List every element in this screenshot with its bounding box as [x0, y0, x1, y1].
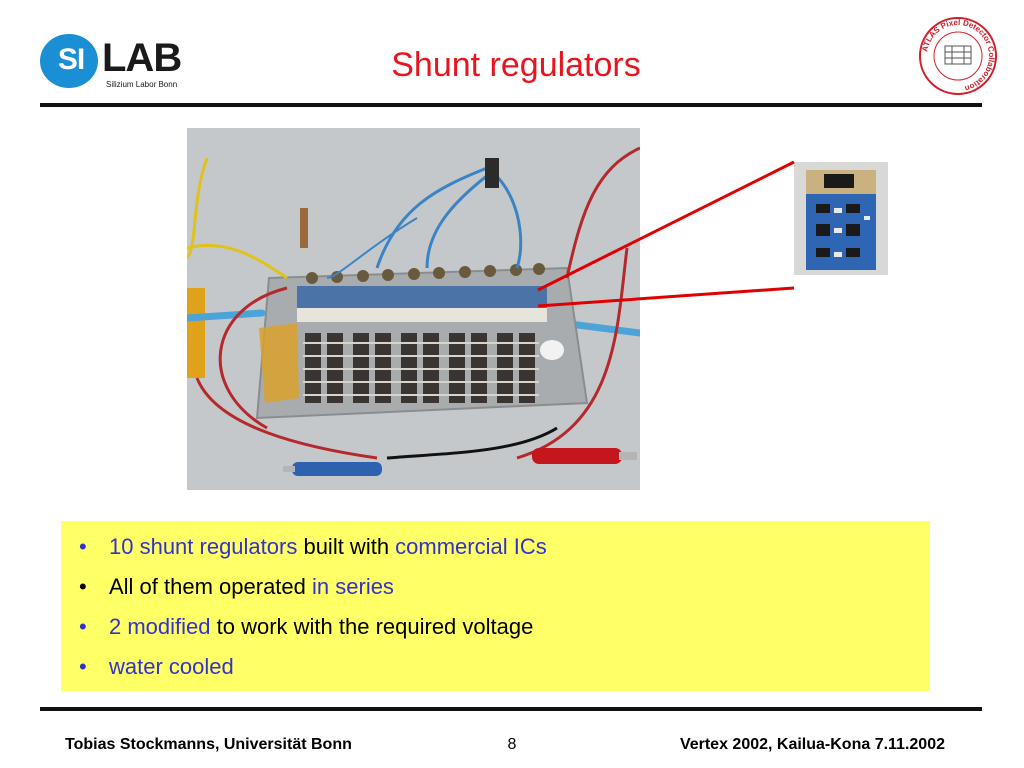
bullet-marker: •: [79, 654, 87, 679]
bullet-text-2: All of them operated in series: [109, 574, 394, 599]
slide-title: Shunt regulators: [391, 46, 641, 84]
logo-mark: SI: [57, 43, 85, 76]
bullet-marker: •: [79, 614, 87, 639]
bullet-marker: •: [79, 534, 87, 559]
regulator-module-photo: [794, 162, 888, 275]
footer-rule: [40, 707, 982, 711]
logo-circle: [40, 34, 98, 88]
atlas-collaboration-seal: ATLAS Pixel Detector Collaboration: [919, 17, 997, 95]
header-rule: [40, 103, 982, 107]
footer-author: Tobias Stockmanns, Universität Bonn: [65, 736, 352, 753]
page-number: 8: [507, 736, 517, 753]
bullet-text-1: 10 shunt regulators built with commercia…: [109, 534, 547, 559]
logo-name: LAB: [102, 36, 182, 80]
bullet-marker: •: [79, 574, 87, 599]
bullet-box: • 10 shunt regulators built with commerc…: [61, 521, 930, 691]
bullet-item-3: • 2 modified to work with the required v…: [71, 607, 930, 647]
logo-subtitle: Silizium Labor Bonn: [106, 80, 178, 89]
bullet-text-4: water cooled: [109, 654, 234, 679]
shunt-regulator-board-photo: [187, 128, 640, 490]
bullet-text-3: 2 modified to work with the required vol…: [109, 614, 534, 639]
silab-logo: SI LAB Silizium Labor Bonn: [40, 34, 200, 94]
bullet-item-1: • 10 shunt regulators built with commerc…: [71, 527, 930, 567]
footer-event: Vertex 2002, Kailua-Kona 7.11.2002: [679, 736, 945, 753]
bullet-item-2: • All of them operated in series: [71, 567, 930, 607]
bullet-item-4: • water cooled: [71, 647, 930, 687]
